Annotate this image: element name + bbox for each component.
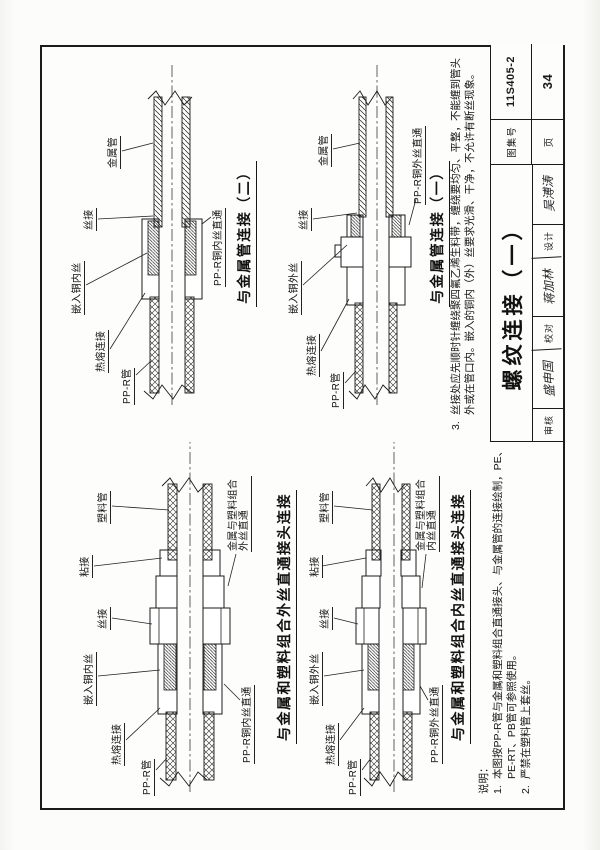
role-signature-reviewer: 盛申国 (531, 348, 565, 409)
diagram-art (93, 442, 241, 792)
combo-fitting (355, 549, 427, 645)
note-number: 2. (519, 785, 532, 794)
label-fusion: 热熔连接 (112, 722, 126, 766)
title-block-left: 螺纹连接（一） 审核 盛申国 校对 蒋加林 设计 吴溥涛 (491, 164, 565, 441)
notes-heading: 说明： (478, 762, 490, 795)
metal-pipe (358, 96, 394, 218)
note-item-3: 3. 丝接处应先顺时针缠绕聚四氟乙烯生料带，缠绕要均匀、平整，不能缠到管头外或在… (450, 48, 477, 430)
drawing-frame: PP-R管 热熔连接 嵌入铜内丝 丝接 粘接 塑料管 PP-R铜内丝直通 金属与… (40, 44, 565, 810)
label-ppr-fitting: PP-R铜内丝直通 (242, 685, 256, 764)
label-thread: 丝接 (98, 607, 112, 630)
pipe-break-icon (143, 384, 193, 400)
role-label-designer: 设计 (533, 224, 563, 257)
label-thread: 丝接 (84, 208, 98, 231)
metal-pipe (153, 96, 191, 228)
page-number: 34 (540, 73, 555, 90)
note-item: 1. 本图按PP-R管与金属和塑料组合直通接头、与金属管的连接绘制，PE、PE-… (492, 444, 520, 794)
label-solvent: 粘接 (80, 555, 94, 578)
pipe-break-icon (348, 384, 392, 400)
label-ppr-fitting: PP-R铜内丝直通 (213, 208, 227, 287)
plastic-pipe (371, 483, 411, 561)
page-label: 页 (532, 119, 563, 164)
role-label-reviewer: 审核 (533, 408, 563, 441)
label-solvent: 粘接 (310, 555, 324, 578)
label-plastic-pipe: 塑料管 (98, 491, 112, 524)
diagram-combo-female-coupling: PP-R管 热熔连接 嵌入铜外丝 丝接 粘接 塑料管 PP-R铜外丝直通 金属与… (308, 434, 474, 800)
diagram-title: 与金属和塑料组合内丝直通接头连接 (448, 434, 471, 800)
diagram-combo-male-coupling: PP-R管 热熔连接 嵌入铜内丝 丝接 粘接 塑料管 PP-R铜内丝直通 金属与… (50, 434, 302, 800)
label-brass-insert: 嵌入铜外丝 (310, 652, 324, 706)
label-ppr-pipe: PP-R管 (142, 758, 156, 796)
diagram-title: 与金属管连接（一） (427, 53, 450, 415)
drawing-sheet: PP-R管 热熔连接 嵌入铜内丝 丝接 粘接 塑料管 PP-R铜内丝直通 金属与… (40, 44, 565, 810)
note-text: 本图按PP-R管与金属和塑料组合直通接头、与金属管的连接绘制，PE、PE-RT、… (491, 445, 518, 779)
atlas-number: 11S405-2 (491, 44, 532, 119)
ppr-pipe (354, 302, 398, 394)
ppr-pipe (149, 296, 195, 394)
ppr-brass-fitting (334, 214, 412, 306)
label-combo-fitting: 金属与塑料组合外丝直通 (228, 476, 253, 552)
diagram-art (85, 63, 212, 405)
label-combo-fitting: 金属与塑料组合内丝直通 (416, 476, 441, 552)
label-ppr-fitting: PP-R铜外丝直通 (413, 126, 427, 205)
sheet-title: 螺纹连接（一） (491, 165, 533, 441)
diagram-title: 与金属和塑料组合外丝直通接头连接 (274, 434, 297, 800)
label-metal-pipe: 金属管 (108, 136, 122, 169)
diagram-metal-pipe-2: PP-R管 热熔连接 嵌入铜内丝 丝接 金属管 PP-R铜内丝直通 与金属管连接… (50, 53, 262, 415)
ppr-brass-fitting (141, 218, 203, 300)
note-number: 1. (491, 785, 504, 794)
label-plastic-pipe: 塑料管 (320, 491, 334, 524)
diagram-art (321, 442, 429, 792)
note-number: 3. (450, 421, 462, 430)
title-block-roles: 审核 盛申国 校对 蒋加林 设计 吴溥涛 (531, 165, 565, 441)
ppr-pipe (369, 711, 413, 781)
title-block: 螺纹连接（一） 审核 盛申国 校对 蒋加林 设计 吴溥涛 图集号 11S405-… (490, 44, 565, 442)
label-thread: 丝接 (320, 607, 334, 630)
label-brass-insert: 嵌入铜外丝 (289, 261, 303, 315)
pipe-break-icon (147, 90, 193, 106)
leader-lines (321, 505, 429, 771)
label-brass-insert: 嵌入铜内丝 (84, 652, 98, 706)
note-item: 2. 严禁在塑料管上套丝。 (520, 444, 534, 794)
note-text: 丝接处应先顺时针缠绕聚四氟乙烯生料带，缠绕要均匀、平整，不能缠到管头外或在管口内… (450, 58, 476, 415)
leader-lines (85, 142, 212, 376)
title-block-right: 图集号 11S405-2 页 34 (491, 44, 563, 164)
pipe-break-icon (352, 90, 393, 106)
pipe-break-icon (363, 771, 407, 787)
label-ppr-pipe: PP-R管 (331, 371, 345, 409)
note-text: 严禁在塑料管上套丝。 (519, 674, 532, 779)
label-metal-pipe: 金属管 (319, 134, 333, 167)
ppr-pipe (165, 711, 215, 781)
notes-block: 说明： 1. 本图按PP-R管与金属和塑料组合直通接头、与金属管的连接绘制，PE… (478, 444, 533, 794)
leader-lines (93, 505, 241, 771)
diagram-art (302, 63, 417, 405)
ppr-brass-fitting (361, 641, 421, 715)
pipe-break-icon (365, 477, 406, 493)
label-fusion: 热熔连接 (96, 329, 110, 373)
role-signature-checker: 蒋加林 (531, 256, 565, 317)
label-fusion: 热熔连接 (326, 722, 340, 766)
label-ppr-pipe: PP-R管 (122, 367, 136, 405)
label-fusion: 热熔连接 (307, 333, 321, 377)
label-thread: 丝接 (299, 208, 313, 231)
diagram-metal-pipe-1: PP-R管 热熔连接 嵌入铜外丝 丝接 金属管 PP-R铜外丝直通 与金属管连接… (285, 53, 450, 415)
ppr-brass-fitting (157, 641, 223, 715)
label-ppr-pipe: PP-R管 (348, 758, 362, 796)
leader-lines (302, 142, 417, 384)
role-signature-designer: 吴溥涛 (540, 175, 557, 213)
label-brass-insert: 嵌入铜内丝 (72, 261, 86, 315)
diagram-title: 与金属管连接（二） (234, 53, 257, 415)
label-ppr-fitting: PP-R铜外丝直通 (430, 685, 444, 764)
plastic-pipe (167, 483, 213, 561)
pipe-break-icon (161, 477, 207, 493)
pipe-break-icon (159, 771, 208, 787)
atlas-label: 图集号 (491, 119, 532, 164)
role-label-checker: 校对 (533, 316, 563, 349)
